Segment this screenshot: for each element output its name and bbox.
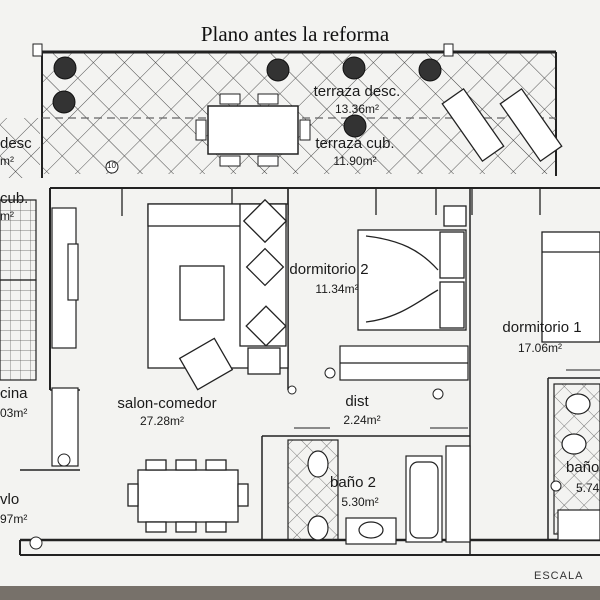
area-bano-2: 5.30m² <box>341 495 379 509</box>
area-left-terraza-desc: m² <box>0 154 14 168</box>
dining-table <box>127 459 249 533</box>
area-salon-comedor: 27.28m² <box>139 414 185 428</box>
label-bano: baño <box>566 459 600 476</box>
left-terrace-fragment <box>0 118 40 178</box>
area-terraza-desc: 13.36m² <box>334 102 380 116</box>
label-left-terraza-cub: cub. <box>0 190 29 207</box>
doors <box>294 369 600 429</box>
label-vestibulo: vlo <box>0 491 20 508</box>
label-terraza-cub: terraza cub. <box>315 135 395 152</box>
plant-pots <box>52 56 442 138</box>
area-cocina: 03m² <box>0 406 28 420</box>
bathroom-2 <box>287 439 471 545</box>
bedroom-2-bed <box>357 205 467 331</box>
label-dormitorio-1: dormitorio 1 <box>502 319 582 336</box>
door-markers <box>29 160 562 550</box>
terrace-table <box>195 93 311 167</box>
sofa <box>147 198 289 391</box>
kitchen-fragment <box>0 199 79 467</box>
bathroom-1 <box>553 383 600 541</box>
area-dist: 2.24m² <box>343 413 381 427</box>
sun-loungers <box>441 87 563 163</box>
scale-label: ESCALA <box>534 570 584 582</box>
bedroom-1-bed <box>541 231 600 343</box>
table-surface <box>0 586 600 600</box>
area-dormitorio-1: 17.06m² <box>517 341 563 355</box>
label-dormitorio-2: dormitorio 2 <box>289 261 369 278</box>
area-vestibulo: 97m² <box>0 512 28 526</box>
label-terraza-desc: terraza desc. <box>313 83 401 100</box>
area-bano: 5.74 <box>576 481 600 495</box>
area-terraza-cub: 11.90m² <box>333 154 377 168</box>
label-salon-comedor: salon-comedor <box>117 395 217 412</box>
area-left-terraza-cub: m² <box>0 209 14 223</box>
plan-title: Plano antes la reforma <box>200 22 390 46</box>
marker-10: 10 <box>107 161 116 170</box>
bedroom-2-wardrobe <box>339 345 469 381</box>
fireplace <box>51 207 79 349</box>
label-cocina: cina <box>0 385 28 402</box>
label-bano-2: baño 2 <box>330 474 376 491</box>
label-left-terraza-desc: desc <box>0 135 32 152</box>
area-dormitorio-2: 11.34m² <box>315 282 359 296</box>
label-dist: dist <box>345 393 369 410</box>
